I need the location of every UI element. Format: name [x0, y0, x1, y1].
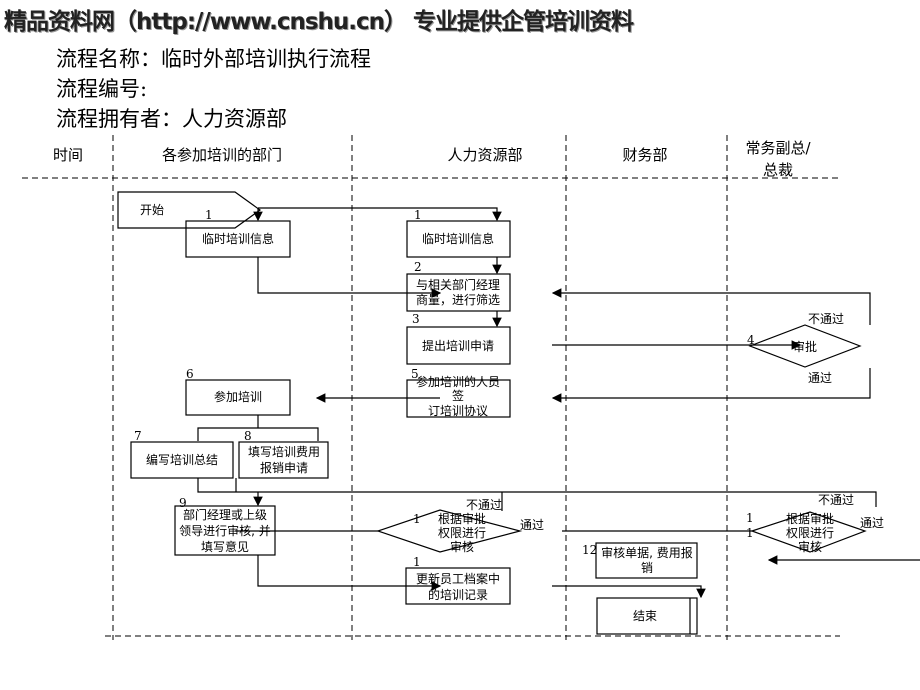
step-2-line: 商量，进行筛选	[416, 292, 500, 307]
reject-label: 不通过	[808, 312, 844, 326]
step-9-line: 领导进行审核, 并	[179, 523, 271, 538]
step-2-line: 与相关部门经理	[416, 277, 500, 292]
step-12-line: 审核单据, 费用报	[601, 545, 693, 560]
step-13-line: 更新员工档案中	[416, 571, 500, 586]
column-executive: 常务副总/	[745, 139, 811, 157]
step-5-line: 签	[452, 388, 464, 403]
step-6: 参加培训	[214, 389, 262, 404]
step-number: 9	[179, 496, 187, 510]
process-name: 流程名称：临时外部培训执行流程	[56, 47, 371, 71]
step-number: 1	[413, 555, 421, 569]
step-5-line: 参加培训的人员	[416, 374, 500, 389]
step-number: 7	[134, 429, 142, 443]
step-9-line: 填写意见	[201, 539, 249, 554]
step-number: 5	[411, 367, 419, 381]
step-11-line: 根据审批	[786, 511, 834, 526]
step-number: 3	[412, 312, 420, 326]
step-number: 4	[747, 333, 755, 347]
start-node: 开始	[140, 203, 164, 217]
step-11-line: 审核	[798, 539, 822, 554]
step-8-line: 填写培训费用	[248, 444, 320, 459]
column-finance: 财务部	[622, 146, 667, 164]
step-8-line: 报销申请	[260, 460, 308, 475]
step-number: 8	[244, 429, 252, 443]
swimlane-grid	[22, 135, 840, 640]
column-time: 时间	[53, 146, 83, 164]
reject-label: 不通过	[466, 498, 502, 512]
step-number: 1	[414, 208, 422, 222]
pass-label: 通过	[808, 371, 832, 385]
column-president: 总裁	[763, 161, 793, 179]
step-number: 1	[413, 512, 421, 526]
step-10-line: 权限进行	[438, 526, 486, 540]
shapes	[117, 191, 867, 635]
step-12-line: 销	[641, 561, 653, 575]
pass-label: 通过	[860, 516, 884, 530]
step-7: 编写培训总结	[146, 452, 218, 467]
step-1-hr: 临时培训信息	[422, 231, 494, 246]
step-number: 2	[414, 260, 422, 274]
step-11-line: 权限进行	[786, 526, 834, 540]
step-number: 1	[746, 511, 754, 525]
process-owner: 流程拥有者：人力资源部	[56, 107, 287, 131]
step-number: 1	[205, 208, 213, 222]
step-1-dept: 临时培训信息	[202, 231, 274, 246]
step-10-line: 审核	[450, 539, 474, 554]
step-10-line: 根据审批	[438, 511, 486, 526]
process-number: 流程编号:	[56, 77, 148, 101]
step-4-approve: 审批	[793, 339, 817, 354]
column-hr: 人力资源部	[447, 146, 522, 164]
column-departments: 各参加培训的部门	[162, 146, 282, 164]
end-node: 结束	[633, 609, 657, 623]
step-9-line: 部门经理或上级	[183, 507, 267, 522]
step-3: 提出培训申请	[422, 338, 494, 353]
step-5-line: 订培训协议	[428, 403, 488, 418]
connectors	[197, 207, 920, 599]
step-13-line: 的培训记录	[428, 587, 488, 602]
step-number: 6	[186, 367, 194, 381]
page-header: 精品资料网（http://www.cnshu.cn） 专业提供企管培训资料	[4, 9, 634, 35]
reject-label: 不通过	[818, 493, 854, 507]
pass-label: 通过	[520, 518, 544, 532]
step-number: 12	[582, 543, 597, 557]
step-number: 1	[746, 526, 754, 540]
